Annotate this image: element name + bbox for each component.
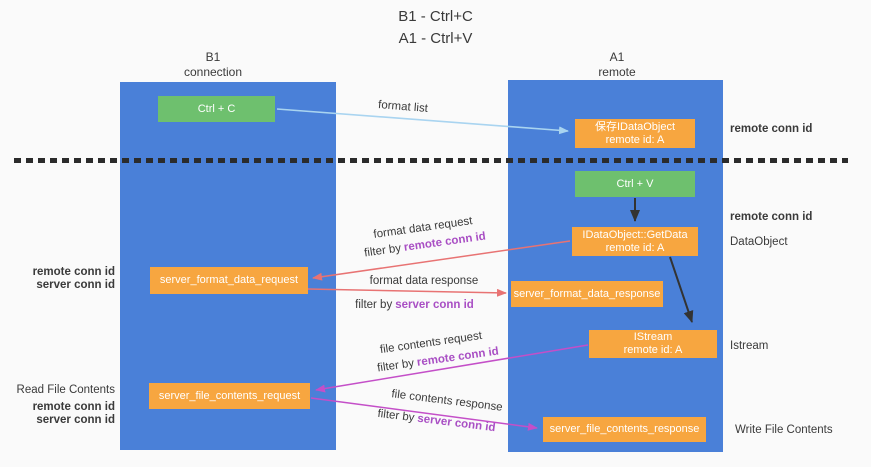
title-line-1: B1 - Ctrl+C	[398, 8, 473, 25]
ctrl-c-box: Ctrl + C	[158, 96, 275, 122]
remote-conn-id-text: remote conn id	[730, 123, 813, 135]
remote-conn-id-text: remote conn id	[730, 211, 813, 223]
getdata-line2: remote id: A	[605, 241, 665, 254]
right-remote-conn-id-top: remote conn id	[730, 123, 812, 135]
column-a1-name: A1	[609, 50, 625, 64]
remote-conn-id-text: remote conn id	[32, 266, 115, 278]
right-remote-conn-id-mid: remote conn id	[730, 211, 812, 223]
column-header-a1: A1 remote	[542, 50, 692, 81]
label-format-data-response: format data response	[354, 275, 494, 287]
title-line-2: A1 - Ctrl+V	[398, 29, 473, 47]
left-remote-conn-id-2: remote conn id	[15, 401, 115, 413]
server-format-data-request-box: server_format_data_request	[150, 267, 308, 294]
column-header-b1: B1 connection	[138, 50, 288, 81]
server-format-data-response-box: server_format_data_response	[511, 281, 663, 307]
server-format-data-response-label: server_format_data_response	[513, 287, 661, 300]
server-file-contents-response-box: server_file_contents_response	[543, 417, 706, 442]
arrow-format-list	[276, 108, 569, 135]
read-file-contents-text: Read File Contents	[16, 384, 115, 396]
saved-dataobject-box: 保存IDataObject remote id: A	[575, 119, 695, 148]
filter-by-text: filter by	[355, 299, 393, 311]
server-format-data-request-label: server_format_data_request	[159, 274, 299, 286]
saved-dataobject-line2: remote id: A	[605, 133, 665, 146]
left-remote-conn-id-1: remote conn id	[15, 266, 115, 278]
right-istream-label: Istream	[730, 340, 768, 352]
istream-box: IStream remote id: A	[589, 330, 717, 358]
column-a1-role: remote	[598, 65, 636, 80]
diagram-title: B1 - Ctrl+C A1 - Ctrl+V	[0, 6, 871, 50]
server-conn-id-text: server conn id	[36, 279, 115, 291]
saved-dataobject-line1: 保存IDataObject	[594, 120, 676, 133]
format-data-response-text: format data response	[369, 275, 479, 287]
ctrl-v-label: Ctrl + V	[616, 177, 654, 190]
column-b1-name: B1	[205, 50, 221, 64]
arrow-getdata-to-istream	[669, 256, 694, 323]
left-read-file-contents-label: Read File Contents	[15, 384, 115, 396]
server-file-contents-request-label: server_file_contents_request	[158, 389, 301, 402]
ctrl-c-label: Ctrl + C	[197, 102, 236, 115]
ctrl-v-box: Ctrl + V	[575, 171, 695, 197]
getdata-box: IDataObject::GetData remote id: A	[572, 227, 698, 256]
istream-text: Istream	[730, 340, 769, 352]
left-server-conn-id-2: server conn id	[15, 414, 115, 426]
remote-conn-id-text: remote conn id	[32, 401, 115, 413]
left-server-conn-id-1: server conn id	[15, 279, 115, 291]
istream-line2: remote id: A	[623, 344, 683, 356]
arrow-file-contents-response	[310, 397, 538, 431]
server-file-contents-response-label: server_file_contents_response	[549, 423, 700, 435]
arrow-format-data-request	[312, 240, 571, 281]
getdata-line1: IDataObject::GetData	[582, 228, 688, 241]
right-write-file-contents-label: Write File Contents	[735, 424, 833, 436]
right-dataobject-label: DataObject	[730, 236, 788, 248]
clipboard-boundary-dashed-line	[14, 158, 848, 163]
server-file-contents-request-box: server_file_contents_request	[149, 383, 310, 409]
arrow-file-contents-request	[315, 344, 589, 393]
server-conn-id-text: server conn id	[395, 299, 474, 311]
server-conn-id-text: server conn id	[36, 414, 115, 426]
write-file-contents-text: Write File Contents	[735, 424, 833, 436]
dataobject-text: DataObject	[730, 236, 788, 248]
arrow-format-data-response	[307, 288, 507, 297]
istream-line1: IStream	[633, 331, 673, 343]
column-b1-role: connection	[183, 65, 243, 80]
